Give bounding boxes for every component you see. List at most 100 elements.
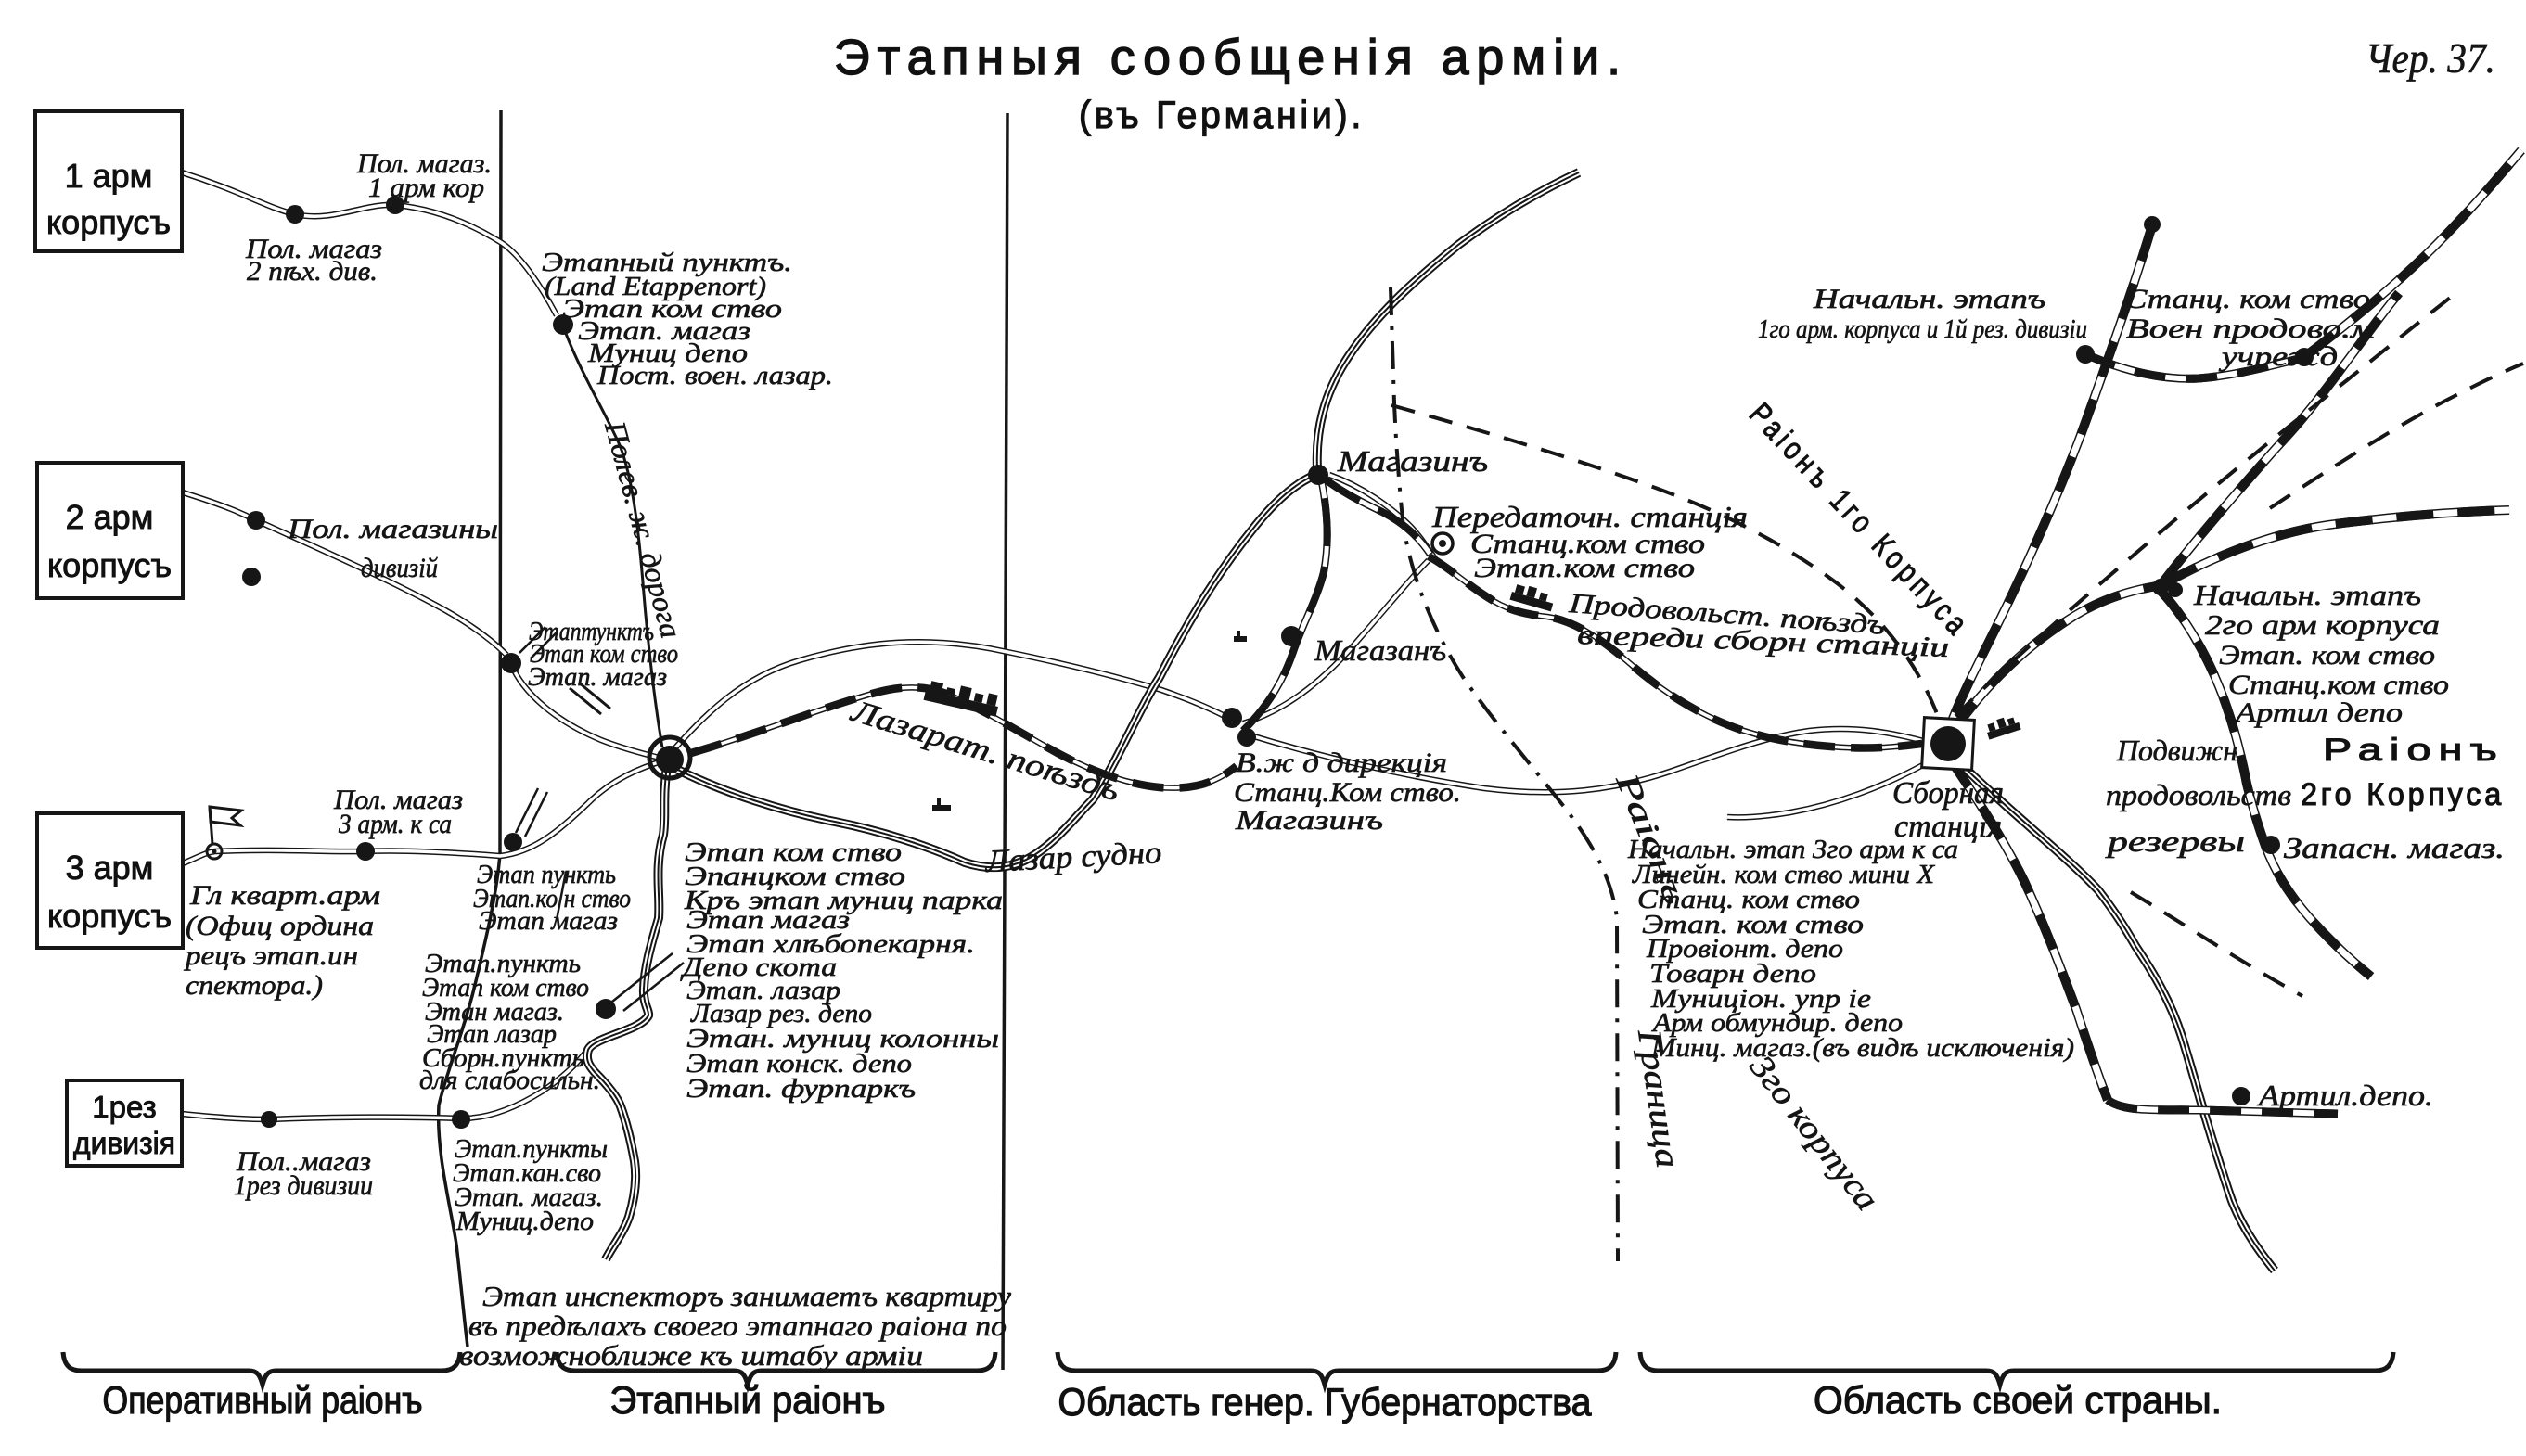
svg-text:Начальн. этапъ: Начальн. этапъ (1813, 284, 2045, 314)
svg-text:Этапныя сообщенія арміи.: Этапныя сообщенія арміи. (834, 30, 1628, 85)
svg-text:Этап. ком ство: Этап. ком ство (1642, 910, 1864, 939)
svg-text:1рез: 1рез (92, 1090, 156, 1124)
svg-text:Чер. 37.: Чер. 37. (2366, 34, 2495, 82)
svg-text:Станц.Ком ство.: Станц.Ком ство. (1234, 777, 1461, 808)
svg-text:2го Корпуса: 2го Корпуса (2301, 777, 2505, 812)
svg-text:Пол. магазины: Пол. магазины (287, 514, 498, 544)
svg-text:Этап. магаз: Этап. магаз (528, 663, 667, 692)
svg-text:3 арм: 3 арм (66, 849, 154, 887)
svg-text:Сборная: Сборная (1892, 776, 2004, 811)
svg-text:рецъ этап.ин: рецъ этап.ин (184, 940, 358, 971)
svg-text:Магазинъ: Магазинъ (1235, 805, 1383, 836)
svg-text:спектора.): спектора.) (186, 970, 323, 1001)
svg-text:Пол. магаз: Пол. магаз (333, 785, 463, 815)
svg-text:корпусъ: корпусъ (47, 897, 172, 935)
svg-text:Начальн. этап 3го арм к са: Начальн. этап 3го арм к са (1627, 835, 1958, 864)
svg-text:Этан. муниц колонны: Этан. муниц колонны (686, 1024, 999, 1054)
svg-text:Этап. магаз.: Этап. магаз. (455, 1183, 603, 1212)
svg-text:Оперативный раіонъ: Оперативный раіонъ (103, 1378, 423, 1422)
svg-text:Этапный раіонъ: Этапный раіонъ (610, 1378, 886, 1422)
svg-text:Пол. магаз: Пол. магаз (245, 234, 382, 264)
svg-text:Артил.депо.: Артил.депо. (2257, 1079, 2433, 1112)
svg-text:2 пѣх. див.: 2 пѣх. див. (247, 256, 378, 287)
svg-text:Депо скота: Депо скота (680, 952, 837, 982)
svg-text:(Офиц ордина: (Офиц ордина (186, 911, 374, 941)
svg-text:Магазинъ: Магазинъ (1337, 444, 1488, 478)
svg-text:Передаточн. станція: Передаточн. станція (1431, 500, 1748, 533)
svg-text:Лазар судно: Лазар судно (983, 836, 1162, 879)
svg-text:станція: станція (1894, 810, 2002, 844)
svg-text:Запасн. магаз.: Запасн. магаз. (2284, 831, 2505, 864)
svg-text:Начальн. этапъ: Начальн. этапъ (2193, 579, 2421, 611)
svg-text:Муниціон. упр іе: Муниціон. упр іе (1650, 984, 1871, 1014)
svg-text:Минц. магаз.(въ видѣ исключені: Минц. магаз.(въ видѣ исключенія) (1650, 1033, 2074, 1063)
svg-text:Этап.ко н ство: Этап.ко н ство (473, 885, 631, 913)
svg-text:Провіонт. депо: Провіонт. депо (1646, 934, 1843, 964)
svg-text:Эпанцком ство: Эпанцком ство (685, 862, 905, 891)
svg-text:Этан магаз.: Этан магаз. (425, 998, 564, 1027)
svg-text:Этап.пункть: Этап.пункть (425, 950, 581, 978)
svg-text:Этап конск. депо: Этап конск. депо (686, 1049, 912, 1079)
svg-text:корпусъ: корпусъ (46, 203, 171, 241)
svg-text:Этап магаз: Этап магаз (686, 905, 850, 935)
svg-text:дивизій: дивизій (361, 553, 438, 583)
svg-text:учрежд: учрежд (2218, 341, 2338, 372)
svg-text:Этапный пунктъ.: Этапный пунктъ. (542, 248, 792, 277)
svg-text:Станц.ком ство: Станц.ком ство (1470, 529, 1705, 559)
svg-text:2го арм корпуса: 2го арм корпуса (2205, 608, 2440, 641)
svg-text:Этап инспекторъ занимаетъ квар: Этап инспекторъ занимаетъ квартиру (482, 1280, 1011, 1312)
svg-text:Лазар рез. депо: Лазар рез. депо (690, 999, 872, 1028)
svg-text:Этап. фурпаркъ: Этап. фурпаркъ (686, 1074, 916, 1104)
svg-text:Раіонъ: Раіонъ (2323, 733, 2505, 768)
svg-text:Этап пункть: Этап пункть (477, 861, 616, 889)
svg-text:Кръ этап муниц парка: Кръ этап муниц парка (684, 886, 1003, 915)
svg-text:Артил депо: Артил депо (2234, 697, 2403, 728)
svg-text:Станц. ком ство: Станц. ком ство (2124, 284, 2370, 314)
svg-text:продовольств: продовольств (2106, 778, 2291, 811)
svg-text:(Land Etappenort): (Land Etappenort) (545, 272, 766, 301)
svg-text:Этап ком ство: Этап ком ство (685, 837, 902, 867)
svg-text:Пол..магаз: Пол..магаз (236, 1146, 371, 1177)
svg-text:Воен продово.м: Воен продово.м (2126, 313, 2375, 344)
svg-text:1 арм кор: 1 арм кор (368, 172, 484, 203)
svg-text:Станц.ком ство: Станц.ком ство (2228, 670, 2449, 700)
svg-text:1 арм: 1 арм (65, 157, 153, 195)
svg-text:Этап магаз: Этап магаз (479, 907, 618, 936)
svg-text:дивизія: дивизія (73, 1126, 175, 1160)
svg-text:для слабосильн.: для слабосильн. (419, 1066, 600, 1095)
svg-text:Этап. магаз: Этап. магаз (578, 316, 750, 346)
svg-text:3 арм. к са: 3 арм. к са (338, 809, 452, 839)
svg-text:1го арм. корпуса и 1й рез. див: 1го арм. корпуса и 1й рез. дивизіи (1758, 315, 2087, 344)
svg-text:Пол. магаз.: Пол. магаз. (356, 148, 492, 179)
svg-text:Этап ком ство: Этап ком ство (530, 640, 678, 669)
svg-text:Пост. воен. лазар.: Пост. воен. лазар. (596, 361, 833, 390)
svg-text:Этап хлѣбопекарня.: Этап хлѣбопекарня. (686, 929, 975, 959)
svg-text:В.ж д дирекція: В.ж д дирекція (1236, 747, 1447, 778)
svg-text:Этап.кан.сво: Этап.кан.сво (453, 1159, 601, 1188)
svg-text:1рез дивизии: 1рез дивизии (234, 1170, 373, 1201)
svg-text:Магазанъ: Магазанъ (1314, 633, 1446, 667)
svg-text:Муниц депо: Муниц депо (587, 338, 748, 368)
svg-text:Этап. лазар: Этап. лазар (686, 976, 840, 1005)
svg-text:Этап. ком ство: Этап. ком ство (2219, 640, 2435, 671)
svg-text:возможноближе къ штабу арміи: возможноближе къ штабу арміи (459, 1339, 923, 1372)
svg-text:Товарн депо: Товарн депо (1649, 959, 1816, 989)
svg-text:Сборн.пункть: Сборн.пункть (422, 1044, 584, 1073)
svg-text:Область генер. Губернаторства: Область генер. Губернаторства (1058, 1380, 1593, 1424)
svg-text:корпусъ: корпусъ (47, 546, 172, 584)
svg-text:Подвижн.: Подвижн. (2116, 734, 2245, 767)
svg-text:Этап ком ство: Этап ком ство (422, 974, 589, 1003)
svg-text:Линейн. ком ство мини Х: Линейн. ком ство мини Х (1632, 860, 1935, 889)
svg-text:Этап.пункты: Этап.пункты (455, 1135, 608, 1164)
svg-text:Муниц.депо: Муниц.депо (455, 1207, 594, 1236)
svg-text:Гл кварт.арм: Гл кварт.арм (189, 880, 380, 911)
svg-text:Станц. ком ство: Станц. ком ство (1637, 885, 1860, 914)
svg-text:Этап.ком ство: Этап.ком ство (1474, 553, 1695, 583)
svg-text:2 арм: 2 арм (66, 498, 154, 536)
svg-text:Этап ком ство: Этап ком ство (562, 294, 782, 324)
svg-text:въ предѣлахъ своего этапнаго р: въ предѣлахъ своего этапнаго раіона по (468, 1309, 1007, 1342)
svg-text:резервы: резервы (2105, 824, 2245, 858)
svg-text:Область своей страны.: Область своей страны. (1814, 1378, 2222, 1422)
svg-text:Арм обмундир. депо: Арм обмундир. депо (1651, 1008, 1903, 1038)
svg-text:Этаптунктъ: Этаптунктъ (529, 618, 654, 646)
